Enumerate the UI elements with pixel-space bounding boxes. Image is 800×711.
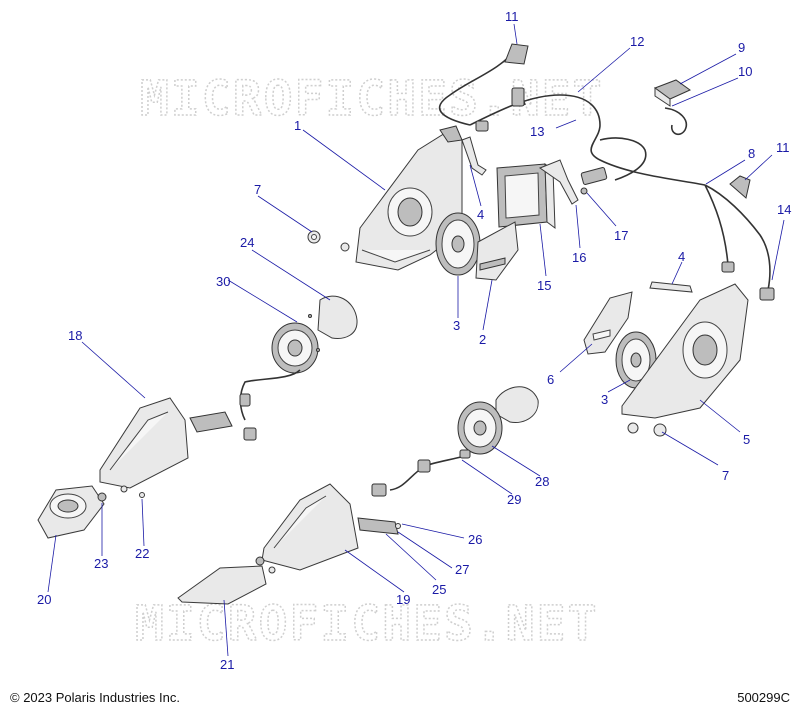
part-6-grille-right — [583, 291, 633, 355]
copyright-text: © 2023 Polaris Industries Inc. — [10, 690, 180, 705]
part-20-speaker-mount — [37, 485, 105, 539]
callout-17: 17 — [614, 228, 628, 243]
part-27-nut — [255, 556, 265, 566]
fastener-lower — [268, 566, 276, 574]
callout-2: 2 — [479, 332, 486, 347]
speaker-harness-left — [239, 369, 301, 441]
callout-7-upper: 7 — [254, 182, 261, 197]
callout-27: 27 — [455, 562, 469, 577]
callout-19: 19 — [396, 592, 410, 607]
callout-13: 13 — [530, 124, 544, 139]
speaker-grille-cover-right — [495, 386, 539, 424]
part-15-display — [496, 162, 556, 230]
part-17-connector — [580, 187, 588, 195]
part-30-speaker — [271, 314, 320, 374]
callout-7-right: 7 — [722, 468, 729, 483]
callout-3-right: 3 — [601, 392, 608, 407]
callout-16: 16 — [572, 250, 586, 265]
callout-8: 8 — [748, 146, 755, 161]
part-11-cap-right — [729, 175, 751, 199]
callout-24: 24 — [240, 235, 254, 250]
part-1-speaker-pod-left — [355, 125, 463, 271]
part-2-grille-upper — [475, 221, 519, 281]
part-22-screw — [139, 492, 145, 498]
callout-3-upper: 3 — [453, 318, 460, 333]
callout-11-right: 11 — [776, 140, 790, 155]
callout-12: 12 — [630, 34, 644, 49]
callout-21: 21 — [220, 657, 234, 672]
part-7-nut-right-b — [653, 423, 667, 437]
leader-lines — [47, 23, 785, 657]
callout-labels: 1 2 3 3 4 4 5 6 7 7 8 9 10 11 11 12 13 1… — [37, 9, 791, 672]
callout-15: 15 — [537, 278, 551, 293]
callout-9: 9 — [738, 40, 745, 55]
callout-5: 5 — [743, 432, 750, 447]
part-10-antenna-cable — [664, 107, 687, 136]
callout-30: 30 — [216, 274, 230, 289]
callout-28: 28 — [535, 474, 549, 489]
wiring-harness — [438, 49, 775, 301]
part-28-speaker — [457, 401, 503, 455]
part-7-nut-upper — [307, 230, 321, 244]
callout-14: 14 — [777, 202, 791, 217]
part-21-grille-plate — [177, 565, 267, 605]
part-7-nut-upper-b — [340, 242, 350, 252]
callout-4-right: 4 — [678, 249, 685, 264]
callout-18: 18 — [68, 328, 82, 343]
callout-20: 20 — [37, 592, 51, 607]
part-26-screw — [395, 523, 401, 529]
part-16-bracket — [538, 159, 579, 205]
part-25-bracket — [357, 517, 399, 535]
part-18-speaker-housing-left — [99, 397, 189, 489]
callout-1: 1 — [294, 118, 301, 133]
callout-6: 6 — [547, 372, 554, 387]
part-29-speaker-harness — [371, 449, 471, 497]
callout-23: 23 — [94, 556, 108, 571]
callout-11-top: 11 — [505, 9, 519, 24]
callout-10: 10 — [738, 64, 752, 79]
part-4-bracket-right — [649, 281, 693, 293]
part-3-speaker-upper — [435, 212, 481, 276]
part-5-speaker-pod-right — [621, 283, 749, 419]
part-9-module — [653, 79, 691, 107]
part-7-nut-right-a — [627, 422, 639, 434]
callout-4-upper: 4 — [477, 207, 484, 222]
fastener-left — [120, 485, 128, 493]
watermark-bottom: MICROFICHES.NET — [135, 596, 598, 652]
part-4-bracket-upper — [461, 136, 487, 176]
callout-26: 26 — [468, 532, 482, 547]
speaker-bracket-left — [189, 411, 233, 433]
watermark-top: MICROFICHES.NET — [140, 71, 603, 127]
callout-25: 25 — [432, 582, 446, 597]
document-number: 500299C — [737, 690, 790, 705]
part-23-nut — [97, 492, 107, 502]
part-24-grille-cover — [317, 295, 358, 339]
part-19-speaker-housing-lower — [261, 483, 359, 571]
callout-29: 29 — [507, 492, 521, 507]
callout-22: 22 — [135, 546, 149, 561]
part-11-cap-top — [504, 43, 529, 65]
